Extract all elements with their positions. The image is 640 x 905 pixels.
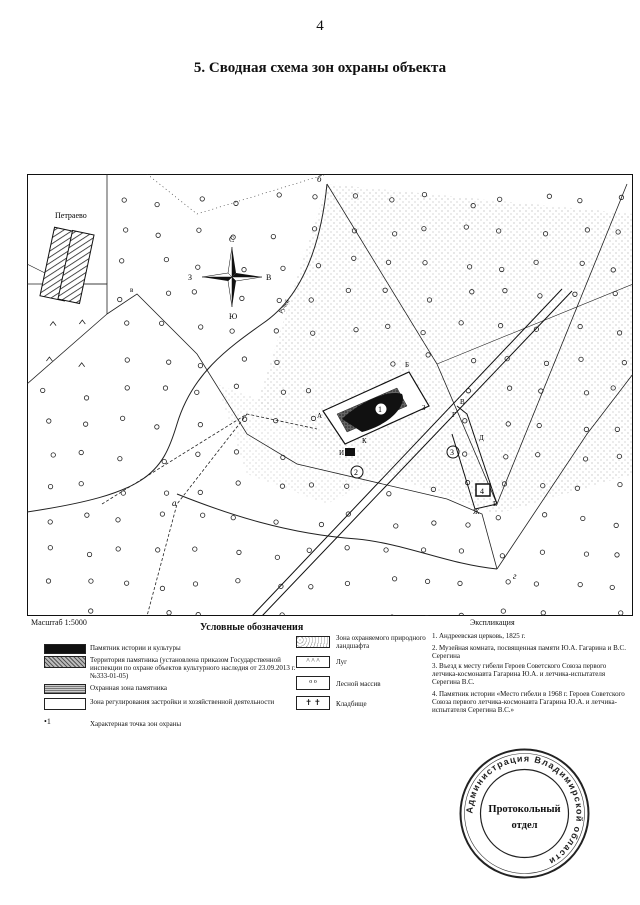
object-2-marker (350, 465, 364, 479)
regulation-zone-boundary-2 (436, 283, 633, 365)
point-letter-E: Е (493, 500, 497, 508)
legend-item-regulation: Зона регулирования застройки и хозяйстве… (90, 698, 275, 706)
object-4-marker (475, 483, 491, 497)
memorial-path (451, 405, 498, 510)
protection-zones-map: Петраево С Ю В З Ручей 1 2 3 4 б а г в А… (27, 174, 633, 616)
point-letter-V: В (460, 398, 465, 406)
church-monument (342, 393, 403, 432)
field-boundary-west (27, 313, 108, 385)
svg-text:отдел: отдел (512, 820, 538, 831)
point-letter-G: Г (452, 411, 456, 419)
field-boundary (106, 293, 448, 500)
legend-swatch-regulation (44, 698, 86, 710)
point-letter-B: Б (405, 361, 409, 369)
path-line (146, 174, 328, 215)
point-letter-I: И (339, 449, 344, 457)
legend-swatch-protection (44, 684, 86, 694)
road-edge-1 (251, 288, 563, 616)
legend-item-protection: Охранная зона памятника (90, 684, 168, 692)
road-edge-2 (261, 290, 573, 616)
stream-line-south (176, 493, 498, 570)
legend-swatch-monument (44, 644, 86, 654)
legend-swatch-meadow: ^ ^ ^ (296, 656, 330, 668)
forest-markers (40, 192, 627, 616)
object-2-label: 2 (354, 468, 358, 477)
object-4-label: 4 (480, 487, 484, 496)
object-1-label: 1 (378, 405, 382, 414)
legend-swatch-cemetery: ✝ ✝ (296, 696, 330, 710)
meadow-markers (46, 319, 86, 368)
point-letter-a: а (172, 498, 177, 508)
svg-text:Протокольный: Протокольный (488, 804, 560, 815)
legend-item-forest: Лесной массив (336, 680, 381, 688)
svg-text:В: В (266, 273, 271, 282)
regulation-zone-boundary-3 (496, 373, 633, 570)
landscape-zone-west (217, 384, 387, 504)
explication-item-3: 3. Въезд к месту гибели Героев Советског… (432, 662, 607, 686)
point-letter-A: А (317, 412, 322, 420)
explication-item-1: 1. Андреевская церковь, 1825 г. (432, 632, 526, 640)
museum-building (345, 448, 355, 456)
object-3-label: 3 (450, 448, 454, 457)
object-3-marker (446, 445, 460, 459)
object-1-marker (374, 402, 388, 416)
village-label: Петраево (55, 211, 87, 220)
svg-text:Ю: Ю (229, 312, 237, 321)
point-letter-Zh: Ж (473, 508, 480, 516)
svg-text:З: З (188, 273, 192, 282)
point-letter-b: б (317, 174, 322, 184)
regulation-zone-boundary-4 (446, 498, 498, 570)
zone-dashed-line-2 (146, 413, 248, 616)
legend-swatch-forest: o o (296, 676, 330, 690)
compass-rose-icon: С Ю В З (188, 235, 271, 321)
legend-swatch-landscape (296, 636, 330, 648)
official-stamp: Администрация Владимирской области Прото… (459, 748, 590, 879)
legend-point-symbol: •1 (44, 717, 51, 726)
point-letter-v: в (130, 286, 134, 294)
explication-item-4: 4. Памятник истории «Место гибели в 1968… (432, 690, 625, 714)
page-title: 5. Сводная схема зон охраны объекта (193, 60, 447, 76)
legend-title: Условные обозначения (200, 622, 304, 633)
point-letter-Z: З (422, 404, 426, 412)
legend-item-cemetery: Кладбище (336, 700, 367, 708)
point-letter-D: Д (479, 434, 484, 442)
legend-item-landscape: Зона охраняемого природного ландшафта (336, 634, 426, 650)
legend-swatch-territory (44, 656, 86, 668)
legend-item-monument: Памятник истории и культуры (90, 644, 181, 652)
explication-title: Экспликация (470, 618, 515, 627)
page-number: 4 (316, 18, 324, 34)
regulation-zone-boundary (326, 183, 628, 506)
map-scale: Масштаб 1:5000 (31, 618, 87, 627)
legend-item-meadow: Луг (336, 658, 347, 666)
svg-text:С: С (229, 235, 234, 244)
point-letter-g: г (513, 571, 517, 581)
legend-item-territory: Территория памятника (установлена приказ… (90, 656, 296, 680)
explication-item-2: 2. Музейная комната, посвященная памяти … (432, 644, 626, 660)
point-letter-K: К (362, 437, 367, 445)
legend-item-point: Характерная точка зон охраны (90, 720, 182, 728)
village-house-2 (57, 229, 95, 305)
